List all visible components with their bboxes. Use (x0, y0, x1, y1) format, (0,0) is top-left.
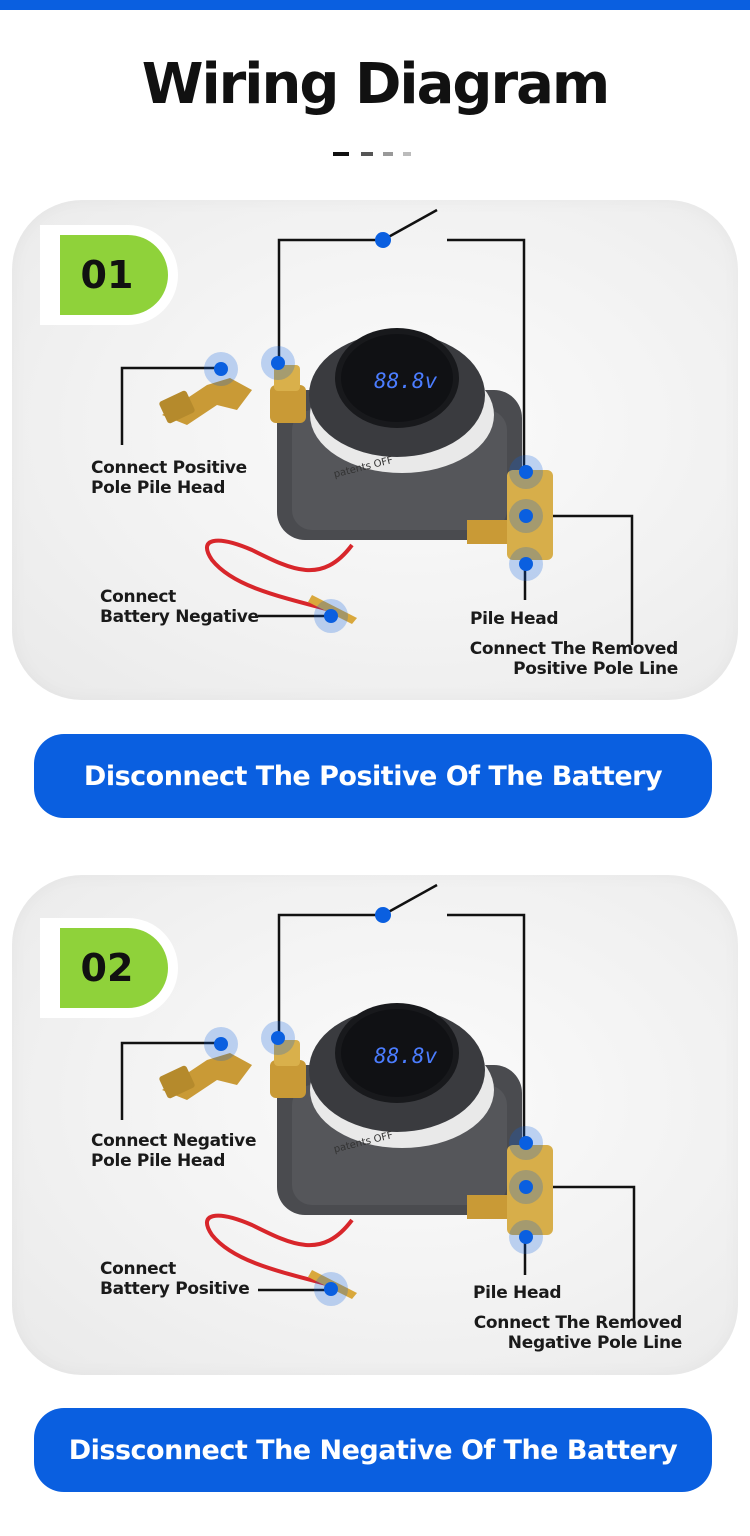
clamp-label-line: Connect Positive (91, 458, 247, 478)
pile-label-1: Pile Head (470, 609, 559, 629)
removed-label-line: Connect The Removed (469, 639, 679, 659)
banner-disconnect-negative: Dissconnect The Negative Of The Battery (34, 1408, 712, 1492)
step-number-1: 01 (60, 235, 168, 315)
wire-label-line: Battery Negative (100, 607, 259, 627)
removed-label-line: Positive Pole Line (513, 659, 678, 679)
svg-text:88.8v: 88.8v (374, 369, 438, 393)
step-badge-1: 01 (40, 225, 178, 325)
switch-illustration-2: 88.8v patents OFF (120, 883, 636, 1320)
top-accent-bar (0, 0, 750, 10)
removed-label-line: Negative Pole Line (507, 1333, 683, 1353)
title-divider (333, 152, 423, 157)
wire-label-line: Connect (100, 1259, 176, 1279)
wire-label-1: Connect Battery Negative (100, 587, 259, 627)
step-number-2: 02 (60, 928, 168, 1008)
banner-disconnect-positive: Disconnect The Positive Of The Battery (34, 734, 712, 818)
clamp-label-line: Pole Pile Head (91, 478, 226, 498)
removed-label-1: Connect The Removed Positive Pole Line (420, 639, 679, 679)
step-badge-2: 02 (40, 918, 178, 1018)
wire-label-line: Battery Positive (100, 1279, 250, 1299)
wire-label-2: Connect Battery Positive (100, 1259, 250, 1299)
clamp-label-line: Connect Negative (91, 1131, 257, 1151)
clamp-label-2: Connect Negative Pole Pile Head (91, 1131, 256, 1171)
clamp-label-line: Pole Pile Head (91, 1151, 226, 1171)
clamp-label-1: Connect Positive Pole Pile Head (91, 458, 247, 498)
switch-illustration-1: 88.8v patents OFF (120, 208, 634, 645)
pile-label-2: Pile Head (473, 1283, 562, 1303)
svg-text:88.8v: 88.8v (374, 1044, 438, 1068)
diagram-panel-1: 88.8v patents OFF (12, 200, 738, 700)
wire-label-line: Connect (100, 587, 176, 607)
page-title: Wiring Diagram (141, 52, 611, 117)
removed-label-line: Connect The Removed (473, 1313, 683, 1333)
removed-label-2: Connect The Removed Negative Pole Line (424, 1313, 683, 1353)
